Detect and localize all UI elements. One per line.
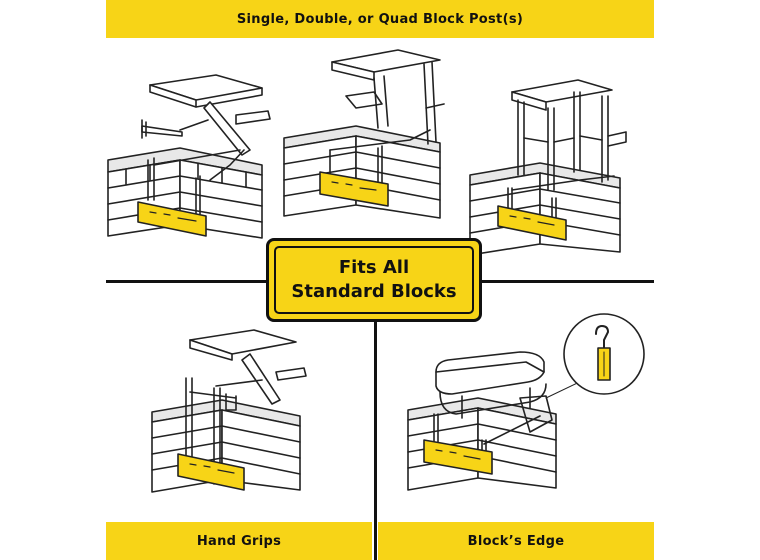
blocks-edge-illustration	[407, 313, 645, 491]
hand-grips-illustration	[151, 329, 307, 493]
sign-line-2: Standard Blocks	[291, 281, 457, 302]
vertical-divider	[374, 320, 377, 560]
hand-grips-banner: Hand Grips	[106, 522, 372, 560]
double-post-block-illustration	[283, 49, 445, 219]
top-banner: Single, Double, or Quad Block Post(s)	[106, 0, 654, 38]
hand-grips-label: Hand Grips	[196, 533, 282, 549]
blocks-edge-label: Block’s Edge	[467, 533, 565, 549]
top-banner-label: Single, Double, or Quad Block Post(s)	[236, 11, 524, 27]
sign-line-1: Fits All	[338, 257, 410, 278]
single-post-block-illustration	[107, 74, 271, 239]
blocks-edge-banner: Block’s Edge	[378, 522, 654, 560]
quad-post-block-illustration	[469, 79, 627, 256]
fits-all-sign: Fits All Standard Blocks	[266, 238, 482, 322]
